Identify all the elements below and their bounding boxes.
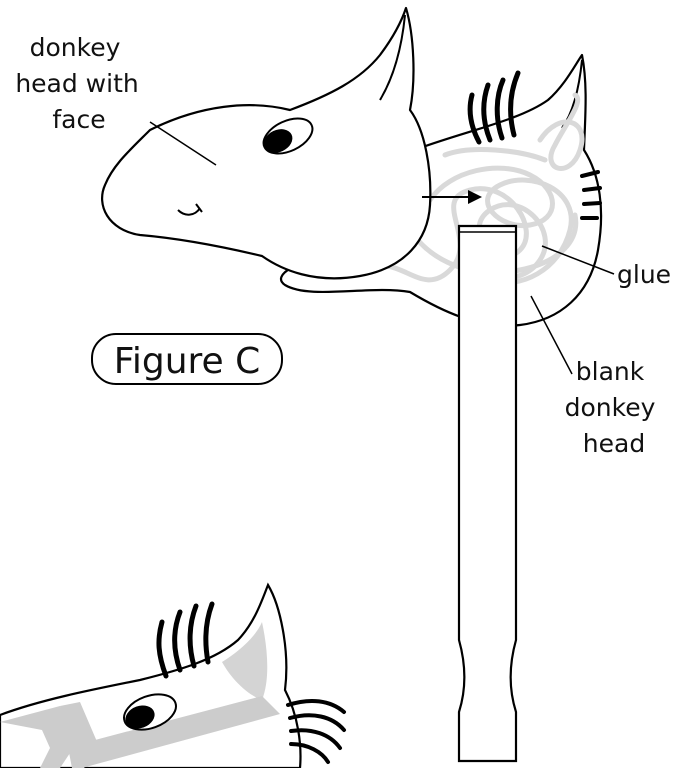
finished-donkey-head	[0, 585, 344, 768]
label-blank-head: blank donkey head	[565, 357, 664, 458]
figure-label-badge: Figure C	[92, 334, 282, 384]
figure-label: Figure C	[114, 341, 261, 382]
label-face-head: donkey head with face	[15, 33, 146, 134]
label-glue: glue	[617, 260, 671, 289]
stick	[459, 226, 516, 761]
donkey-head-with-face	[102, 8, 430, 278]
